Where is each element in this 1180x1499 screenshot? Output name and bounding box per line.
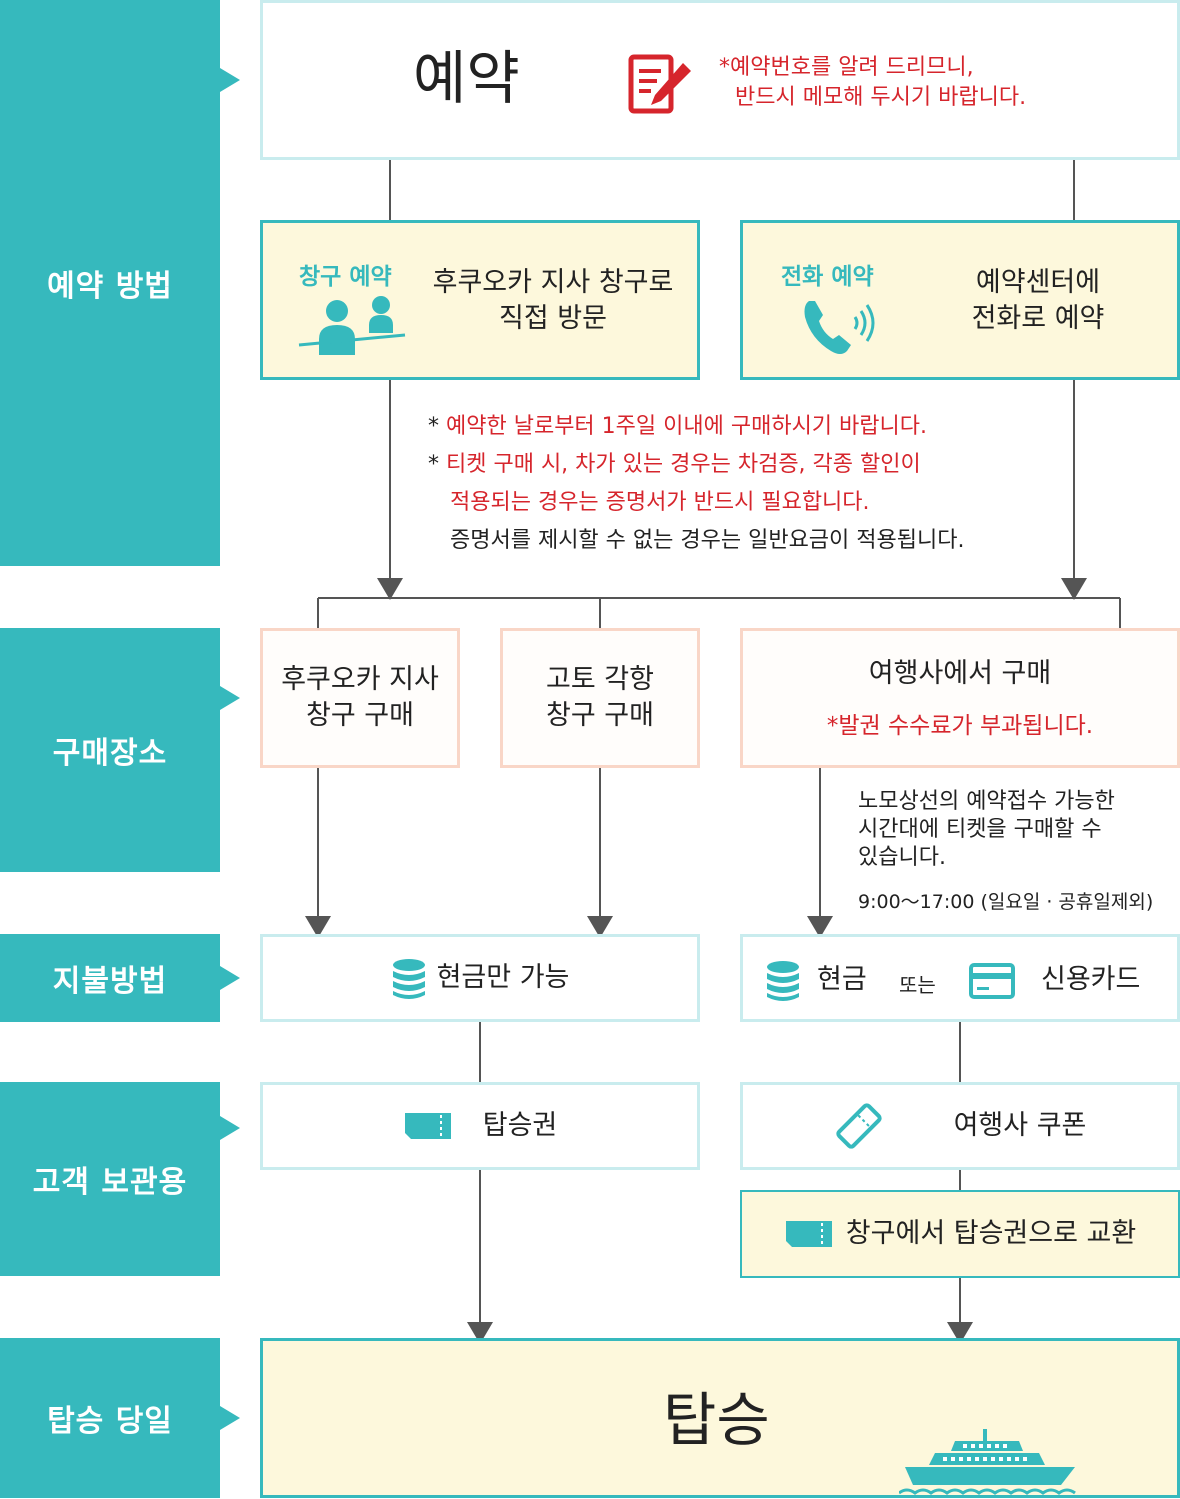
note-star: * (428, 414, 439, 439)
agency-info: 노모상선의 예약접수 가능한 시간대에 티켓을 구매할 수 있습니다. 9:00… (858, 788, 1153, 916)
sidebar-purchase-place: 구매장소 (0, 628, 240, 872)
exchange-label: 창구에서 탑승권으로 교환 (845, 1218, 1137, 1249)
coupon-icon (835, 1103, 882, 1149)
sidebar-reservation-method: 예약 방법 (0, 0, 240, 566)
memo-edit-icon (628, 54, 691, 114)
sidebar-boarding-day: 탑승 당일 (0, 1338, 240, 1498)
sidebar-arrow-icon (220, 1116, 240, 1140)
counter-staff-icon (298, 296, 406, 355)
sidebar-label: 예약 방법 (47, 269, 173, 304)
payment-cash-only-label: 현금만 가능 (436, 962, 570, 993)
note-2-line3: 증명서를 제시할 수 없는 경우는 일반요금이 적용됩니다. (450, 528, 965, 553)
purchase-goto-line2: 창구 구매 (546, 700, 654, 731)
sidebar-label: 고객 보관용 (32, 1165, 188, 1200)
reservation-note-line1: *예약번호를 알려 드리므니, (719, 55, 974, 80)
payment-cash-label: 현금 (817, 964, 867, 995)
purchase-goto-box: 고토 각항 창구 구매 (500, 628, 700, 768)
purchase-agency-title: 여행사에서 구매 (868, 658, 1052, 689)
counter-reservation-line2: 직접 방문 (499, 303, 607, 334)
payment-or-label: 또는 (899, 973, 936, 997)
reservation-title: 예약 (413, 44, 520, 112)
agency-info-line3: 있습니다. (858, 845, 946, 870)
payment-card-label: 신용카드 (1041, 964, 1141, 995)
keep-ticket-label: 탑승권 (482, 1110, 558, 1141)
purchase-fukuoka-line2: 창구 구매 (306, 700, 414, 731)
ticket-icon (785, 1221, 832, 1247)
agency-hours: 9:00～17:00 (일요일 · 공휴일제외) (858, 891, 1154, 913)
phone-reservation-text: 예약센터에 전화로 예약 (923, 265, 1153, 337)
sidebar-arrow-icon (220, 68, 240, 92)
phone-reservation-tag: 전화 예약 (781, 264, 874, 290)
payment-cash-only-box: 현금만 가능 (260, 934, 700, 1022)
coins-icon (392, 959, 425, 999)
counter-reservation-line1: 후쿠오카 지사 창구로 (432, 267, 674, 298)
keep-ticket-box: 탑승권 (260, 1082, 700, 1170)
phone-icon (804, 301, 875, 354)
purchase-fukuoka-box: 후쿠오카 지사 창구 구매 (260, 628, 460, 768)
sidebar-arrow-icon (220, 1406, 240, 1430)
purchase-agency-note: *발권 수수료가 부과됩니다. (826, 713, 1094, 739)
note-2-line1: 티켓 구매 시, 차가 있는 경우는 차검증, 각종 할인이 (446, 452, 921, 477)
ticket-icon (404, 1113, 451, 1139)
ferry-icon (899, 1429, 1076, 1495)
note-1: * 예약한 날로부터 1주일 이내에 구매하시기 바랍니다. (428, 408, 1068, 446)
purchase-notes: * 예약한 날로부터 1주일 이내에 구매하시기 바랍니다. * 티켓 구매 시… (428, 408, 1068, 560)
sidebar-customer-keep: 고객 보관용 (0, 1082, 240, 1276)
sidebar-label: 구매장소 (52, 736, 168, 771)
exchange-box: 창구에서 탑승권으로 교환 (740, 1190, 1180, 1278)
sidebar-arrow-icon (220, 966, 240, 990)
note-2: * 티켓 구매 시, 차가 있는 경우는 차검증, 각종 할인이 (428, 446, 1068, 484)
sidebar-label: 지불방법 (52, 964, 168, 999)
coins-icon (767, 961, 799, 1001)
sidebar-label: 탑승 당일 (47, 1404, 173, 1439)
credit-card-icon (969, 963, 1015, 999)
agency-info-line2: 시간대에 티켓을 구매할 수 (858, 817, 1102, 842)
note-2-line2: 적용되는 경우는 증명서가 반드시 필요합니다. (450, 490, 870, 515)
purchase-fukuoka-line1: 후쿠오카 지사 (281, 664, 439, 695)
keep-coupon-label: 여행사 쿠폰 (953, 1110, 1087, 1141)
boarding-title: 탑승 (663, 1386, 770, 1454)
sidebar-arrow-icon (220, 686, 240, 710)
reservation-note-line2: 반드시 메모해 두시기 바랍니다. (735, 85, 1027, 110)
payment-cash-or-card-box: 현금 또는 신용카드 (740, 934, 1180, 1022)
phone-reservation-line1: 예약센터에 (975, 267, 1101, 298)
boarding-box: 탑승 (260, 1338, 1180, 1498)
phone-reservation-line2: 전화로 예약 (971, 303, 1105, 334)
reservation-box: 예약 *예약번호를 알려 드리므니, 반드시 메모해 두시기 바랍니다. (260, 0, 1180, 160)
note-star: * (428, 452, 439, 477)
note-1-text: 예약한 날로부터 1주일 이내에 구매하시기 바랍니다. (446, 414, 927, 439)
counter-reservation-tag: 창구 예약 (299, 264, 392, 290)
counter-reservation-box: 창구 예약 후쿠오카 지사 창구로 직접 방문 (260, 220, 700, 380)
reservation-note: *예약번호를 알려 드리므니, 반드시 메모해 두시기 바랍니다. (719, 53, 1026, 113)
counter-reservation-text: 후쿠오카 지사 창구로 직접 방문 (413, 265, 693, 337)
sidebar-payment-method: 지불방법 (0, 934, 240, 1022)
purchase-agency-box: 여행사에서 구매 *발권 수수료가 부과됩니다. (740, 628, 1180, 768)
purchase-goto-line1: 고토 각항 (546, 664, 654, 695)
phone-reservation-box: 전화 예약 예약센터에 전화로 예약 (740, 220, 1180, 380)
agency-info-line1: 노모상선의 예약접수 가능한 (858, 789, 1115, 814)
keep-coupon-box: 여행사 쿠폰 (740, 1082, 1180, 1170)
